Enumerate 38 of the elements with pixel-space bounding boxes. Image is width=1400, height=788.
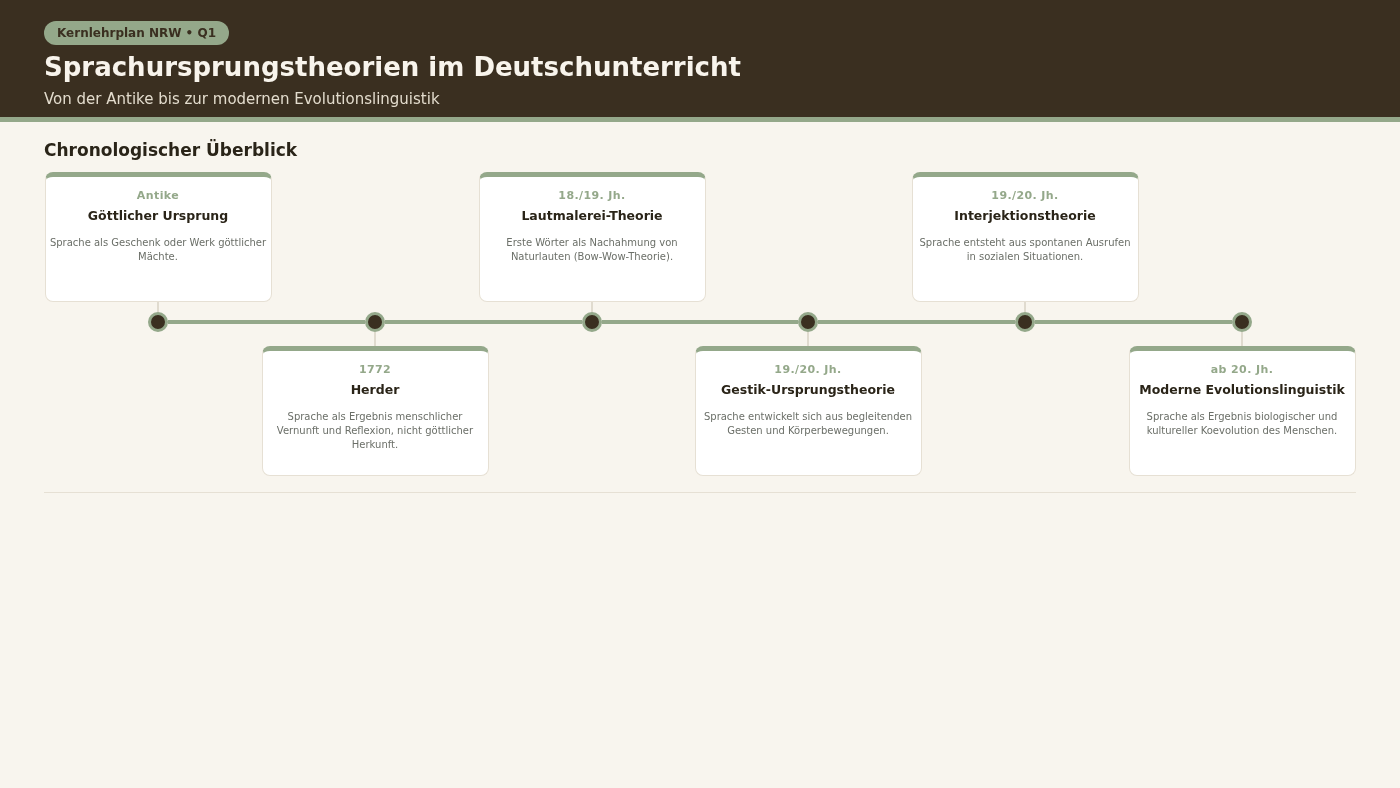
timeline-dot bbox=[582, 312, 602, 332]
card-title: Lautmalerei-Theorie bbox=[520, 208, 664, 223]
date-label: 1772 bbox=[357, 363, 393, 376]
card-description: Sprache entwickelt sich aus begleitenden Gesten und Körperbewegungen. bbox=[702, 410, 914, 438]
timeline-line bbox=[602, 320, 798, 324]
card-title: Herder bbox=[349, 382, 401, 397]
event-card bbox=[478, 172, 706, 302]
event-card bbox=[44, 172, 272, 302]
card-description: Sprache als Ergebnis menschlicher Vernunft und Reflexion, nicht göttlicher Herkunft. bbox=[275, 410, 475, 452]
card-description: Sprache als Geschenk oder Werk göttlicher Mächte. bbox=[48, 236, 268, 264]
date-label: 19./20. Jh. bbox=[990, 189, 1060, 202]
page-title: Sprachursprungstheorien im Deutschunterricht bbox=[44, 52, 741, 82]
card-title: Moderne Evolutionslinguistik bbox=[1138, 382, 1346, 397]
event-card bbox=[694, 346, 922, 476]
card-title: Interjektionstheorie bbox=[953, 208, 1097, 223]
timeline-dot bbox=[365, 312, 385, 332]
date-label: ab 20. Jh. bbox=[1209, 363, 1275, 376]
course-tag: Kernlehrplan NRW • Q1 bbox=[44, 21, 230, 45]
timeline-line bbox=[818, 320, 1015, 324]
date-label: 18./19. Jh. bbox=[557, 189, 627, 202]
card-description: Erste Wörter als Nachahmung von Naturlauten (Bow-Wow-Theorie). bbox=[505, 236, 679, 264]
timeline-dot bbox=[1232, 312, 1252, 332]
date-label: Antike bbox=[135, 189, 181, 202]
card-description: Sprache entsteht aus spontanen Ausrufen in sozialen Situationen. bbox=[918, 236, 1132, 264]
timeline-line bbox=[1035, 320, 1232, 324]
timeline-dot bbox=[1015, 312, 1035, 332]
event-card bbox=[911, 172, 1139, 302]
timeline-line bbox=[385, 320, 582, 324]
date-label: 19./20. Jh. bbox=[773, 363, 843, 376]
event-card bbox=[1128, 346, 1356, 476]
timeline-line bbox=[168, 320, 365, 324]
subtitle: Von der Antike bis zur modernen Evolutionslinguistik bbox=[44, 90, 440, 108]
card-description: Sprache als Ergebnis biologischer und kultureller Koevolution des Menschen. bbox=[1145, 410, 1339, 438]
card-title: Gestik-Ursprungstheorie bbox=[720, 382, 896, 397]
card-title: Göttlicher Ursprung bbox=[86, 208, 230, 223]
timeline-dot bbox=[148, 312, 168, 332]
timeline-dot bbox=[798, 312, 818, 332]
event-card bbox=[261, 346, 489, 476]
